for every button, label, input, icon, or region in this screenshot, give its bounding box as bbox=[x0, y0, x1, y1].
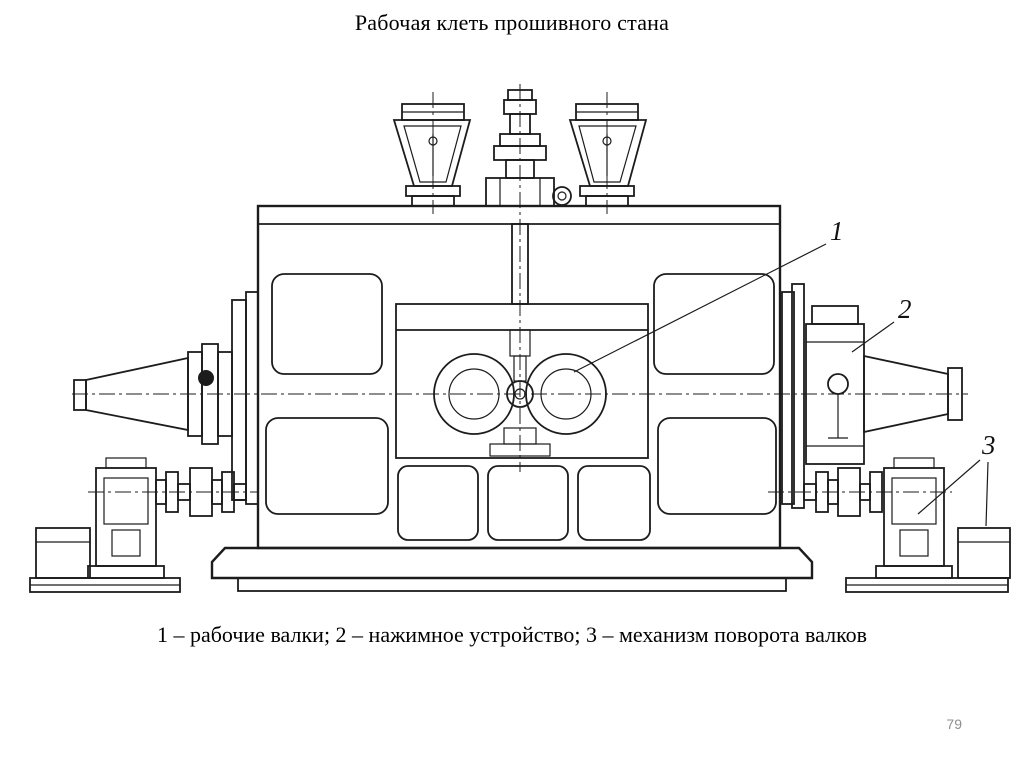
spindle-side-roller bbox=[552, 186, 572, 206]
left-trunnion-plate-inner bbox=[245, 291, 259, 505]
base-slab bbox=[210, 546, 814, 580]
top-assembly bbox=[392, 89, 648, 207]
right-gearbox-lower bbox=[899, 529, 929, 557]
left-gearbox-lower bbox=[111, 529, 141, 557]
callout-3-leader-b bbox=[985, 461, 989, 527]
work-roll-right bbox=[525, 353, 607, 435]
slide-title: Рабочая клеть прошивного стана bbox=[354, 10, 670, 35]
piercing-plug-center bbox=[514, 388, 526, 400]
upper-guide-neck bbox=[513, 355, 527, 382]
spindle-side-roller-hub bbox=[557, 191, 567, 201]
housing bbox=[210, 204, 814, 592]
left-gearbox-flange bbox=[87, 565, 165, 579]
callout-3-label: 3 bbox=[981, 430, 996, 460]
left-drive-shaft bbox=[73, 343, 233, 445]
right-hopper-flange-2 bbox=[585, 195, 629, 207]
left-gearbox-cap bbox=[105, 457, 147, 469]
left-trunnion-plate-outer bbox=[231, 299, 247, 501]
right-hopper bbox=[568, 103, 648, 207]
right-hopper-cone-inner bbox=[578, 125, 637, 183]
window-bottom-left bbox=[265, 417, 389, 515]
window-top-right bbox=[653, 273, 775, 375]
window-base-2 bbox=[487, 465, 569, 541]
left-gearbox bbox=[95, 467, 157, 567]
housing-body-outline bbox=[256, 204, 782, 550]
callout-2-leader bbox=[851, 321, 895, 353]
right-gearbox bbox=[883, 467, 945, 567]
page-number: 79 bbox=[946, 716, 962, 732]
left-shaft-flange-3 bbox=[217, 351, 233, 437]
work-roll-right-inner bbox=[540, 368, 592, 420]
window-bottom-right bbox=[657, 417, 777, 515]
roll-turning-left bbox=[29, 457, 247, 593]
pressure-screw bbox=[511, 223, 529, 305]
right-coupling-train bbox=[803, 467, 883, 517]
left-hopper bbox=[392, 103, 472, 207]
left-hopper-pin-head bbox=[428, 136, 438, 146]
right-trunnion-plate-inner bbox=[781, 291, 795, 505]
work-roll-left-inner bbox=[448, 368, 500, 420]
left-gearbox-window bbox=[103, 477, 149, 525]
left-motor-box bbox=[35, 527, 91, 579]
left-hopper-flange-2 bbox=[411, 195, 455, 207]
callout-3-leader-a bbox=[917, 459, 981, 515]
pressure-knob bbox=[827, 373, 849, 395]
base-plate bbox=[237, 577, 787, 592]
pressure-device bbox=[805, 305, 963, 465]
roll-turning-right bbox=[803, 457, 1011, 593]
right-hopper-pin-head bbox=[602, 136, 612, 146]
work-roll-area bbox=[395, 223, 649, 459]
window-base-3 bbox=[577, 465, 651, 541]
left-coupling-train bbox=[155, 467, 247, 517]
callout-1-label: 1 bbox=[830, 216, 844, 246]
pressure-end-cap bbox=[947, 367, 963, 421]
right-gearbox-window bbox=[891, 477, 937, 525]
callouts: 1 2 3 bbox=[573, 216, 996, 527]
right-trunnion-plate-outer bbox=[791, 283, 805, 509]
window-top-left bbox=[271, 273, 383, 375]
lower-guide-plate bbox=[489, 443, 551, 457]
figure-caption: 1 – рабочие валки; 2 – нажимное устройст… bbox=[156, 622, 868, 647]
right-gearbox-flange bbox=[875, 565, 953, 579]
coupling-seg bbox=[233, 483, 247, 501]
right-motor-box bbox=[957, 527, 1011, 579]
coupling-seg bbox=[869, 471, 883, 513]
work-roll-left bbox=[433, 353, 515, 435]
left-shaft-knob bbox=[198, 370, 214, 386]
callout-2-label: 2 bbox=[898, 294, 912, 324]
center-spindle-stack bbox=[485, 89, 572, 207]
pressure-drum-cap bbox=[811, 305, 859, 325]
left-shaft-end-cap bbox=[73, 379, 87, 411]
right-gearbox-cap bbox=[893, 457, 935, 469]
callout-1-leader bbox=[573, 243, 827, 373]
window-base-1 bbox=[397, 465, 479, 541]
left-hopper-cone-inner bbox=[403, 125, 462, 183]
